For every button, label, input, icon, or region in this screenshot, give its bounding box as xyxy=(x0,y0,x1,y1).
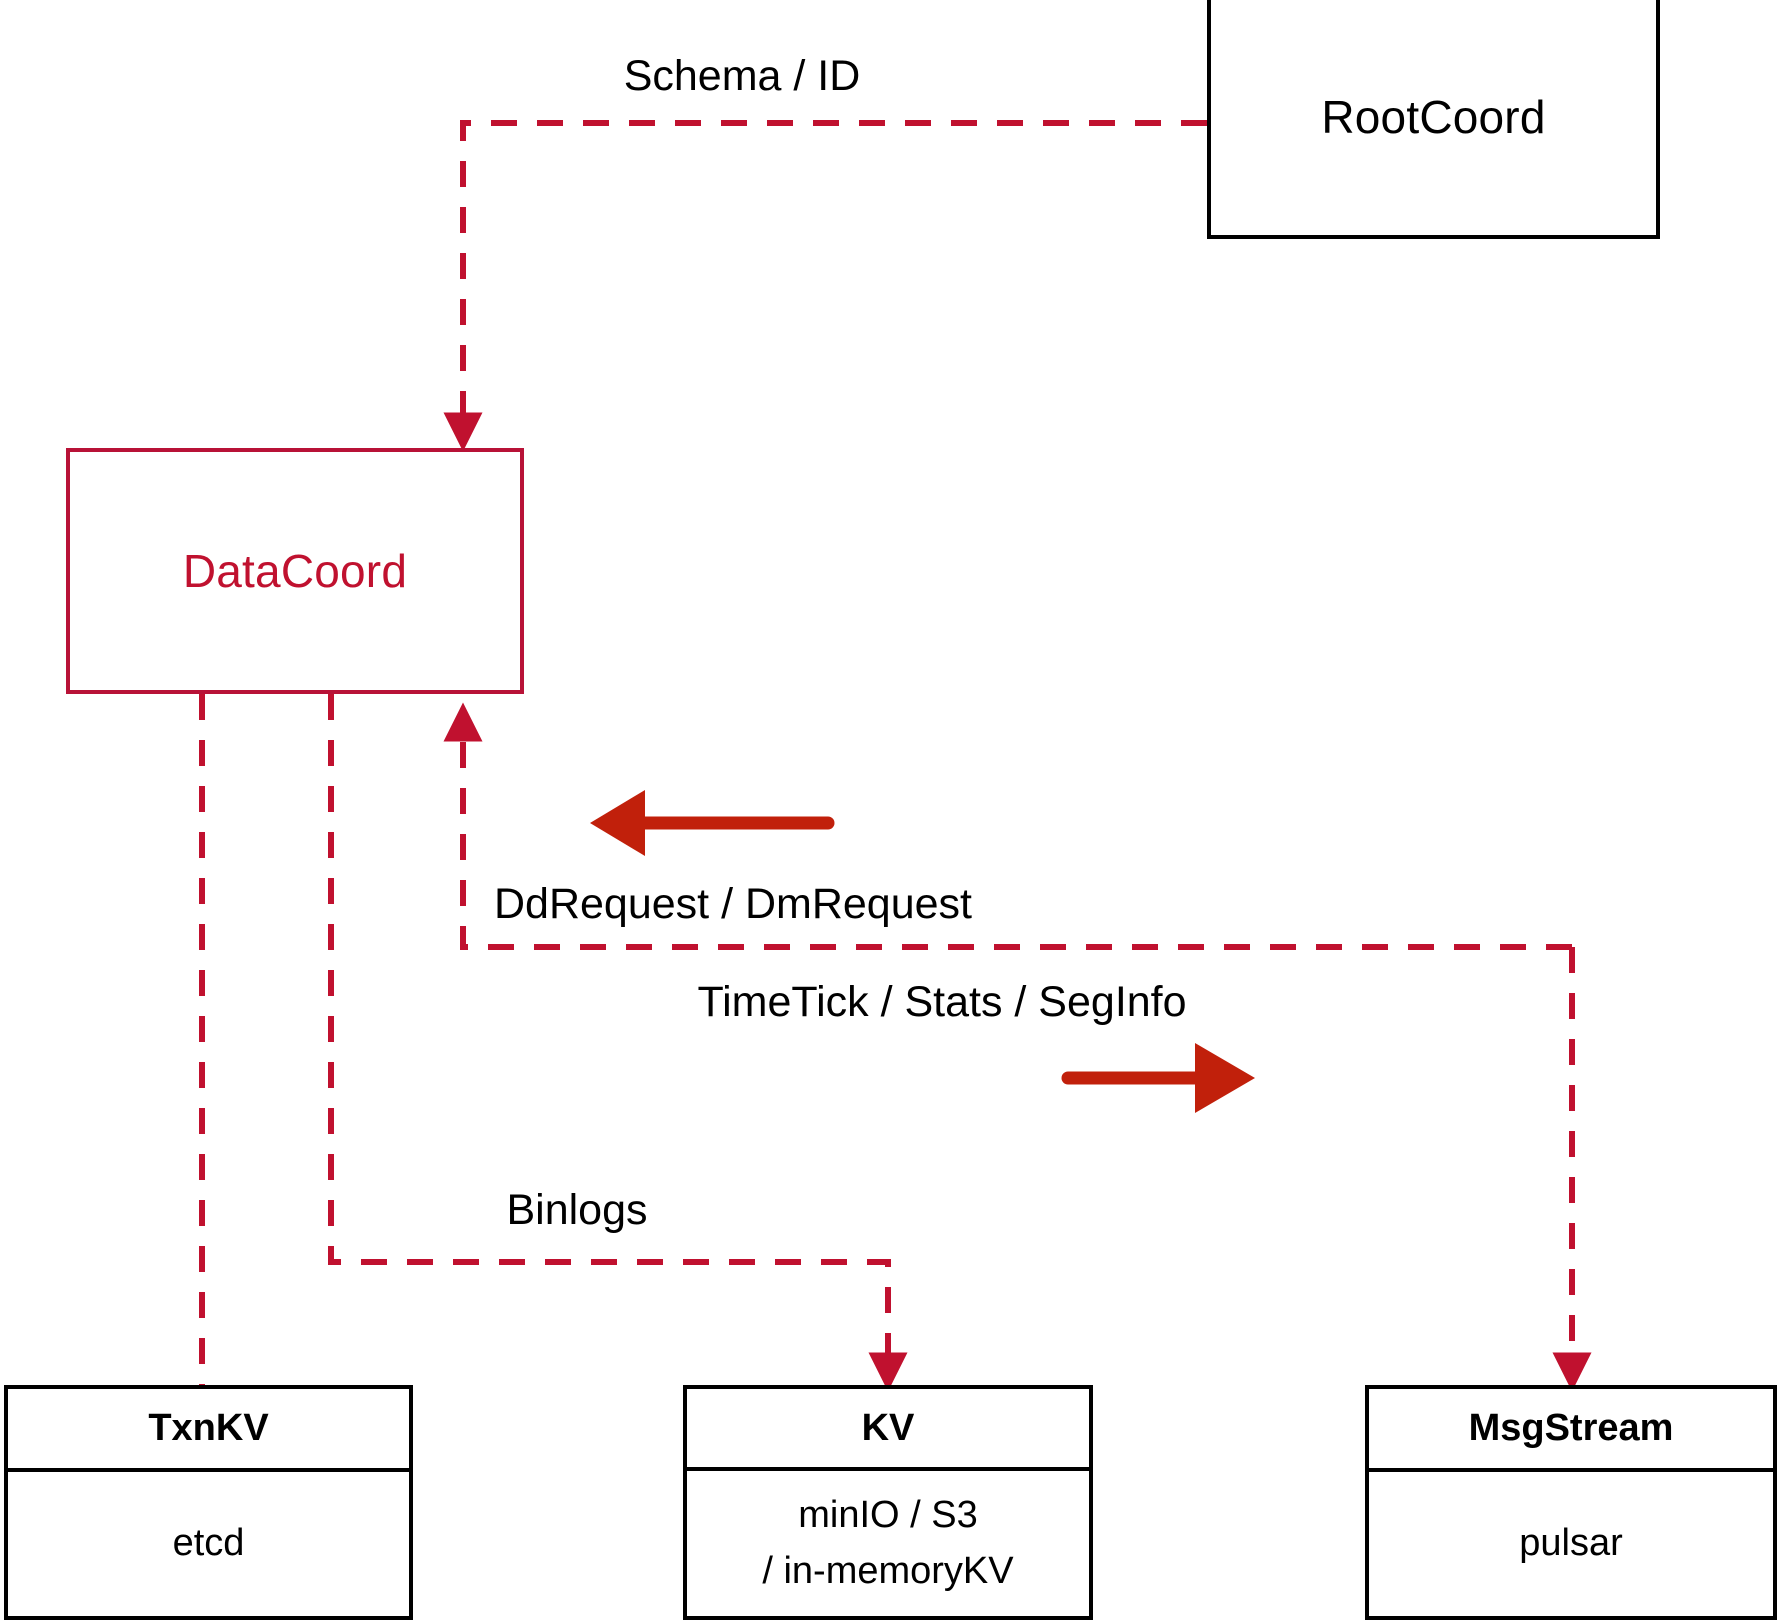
edge-label-dd-dm-request: DdRequest / DmRequest xyxy=(494,880,972,928)
node-txnkv-body: etcd xyxy=(8,1472,409,1616)
node-msgstream[interactable]: MsgStream pulsar xyxy=(1365,1385,1777,1620)
inbound-direction-arrow-icon xyxy=(590,790,835,856)
node-kv-body-line-1: minIO / S3 xyxy=(798,1494,978,1537)
node-datacoord[interactable]: DataCoord xyxy=(66,448,524,694)
node-kv[interactable]: KV minIO / S3 / in-memoryKV xyxy=(683,1385,1093,1620)
edge-label-timetick-stats-seginfo: TimeTick / Stats / SegInfo xyxy=(697,978,1187,1026)
connector-rootcoord-to-datacoord xyxy=(443,120,1207,452)
node-kv-body-line-2: / in-memoryKV xyxy=(762,1549,1014,1592)
node-msgstream-body: pulsar xyxy=(1369,1472,1773,1616)
node-rootcoord[interactable]: RootCoord xyxy=(1207,0,1660,239)
node-msgstream-header: MsgStream xyxy=(1369,1389,1773,1472)
connector-datacoord-to-kv xyxy=(328,694,908,1392)
node-txnkv[interactable]: TxnKV etcd xyxy=(4,1385,413,1620)
connector-msgstream-to-datacoord xyxy=(443,702,1572,950)
edge-label-schema-id: Schema / ID xyxy=(623,52,861,100)
node-rootcoord-label: RootCoord xyxy=(1321,90,1546,143)
edge-label-binlogs: Binlogs xyxy=(506,1186,648,1234)
node-txnkv-body-line: etcd xyxy=(172,1522,245,1565)
node-msgstream-body-line: pulsar xyxy=(1519,1522,1623,1565)
node-datacoord-label: DataCoord xyxy=(182,545,408,597)
node-txnkv-header: TxnKV xyxy=(8,1389,409,1472)
node-kv-body: minIO / S3 / in-memoryKV xyxy=(687,1471,1089,1616)
outbound-direction-arrow-icon xyxy=(1061,1043,1255,1113)
node-kv-header: KV xyxy=(687,1389,1089,1471)
